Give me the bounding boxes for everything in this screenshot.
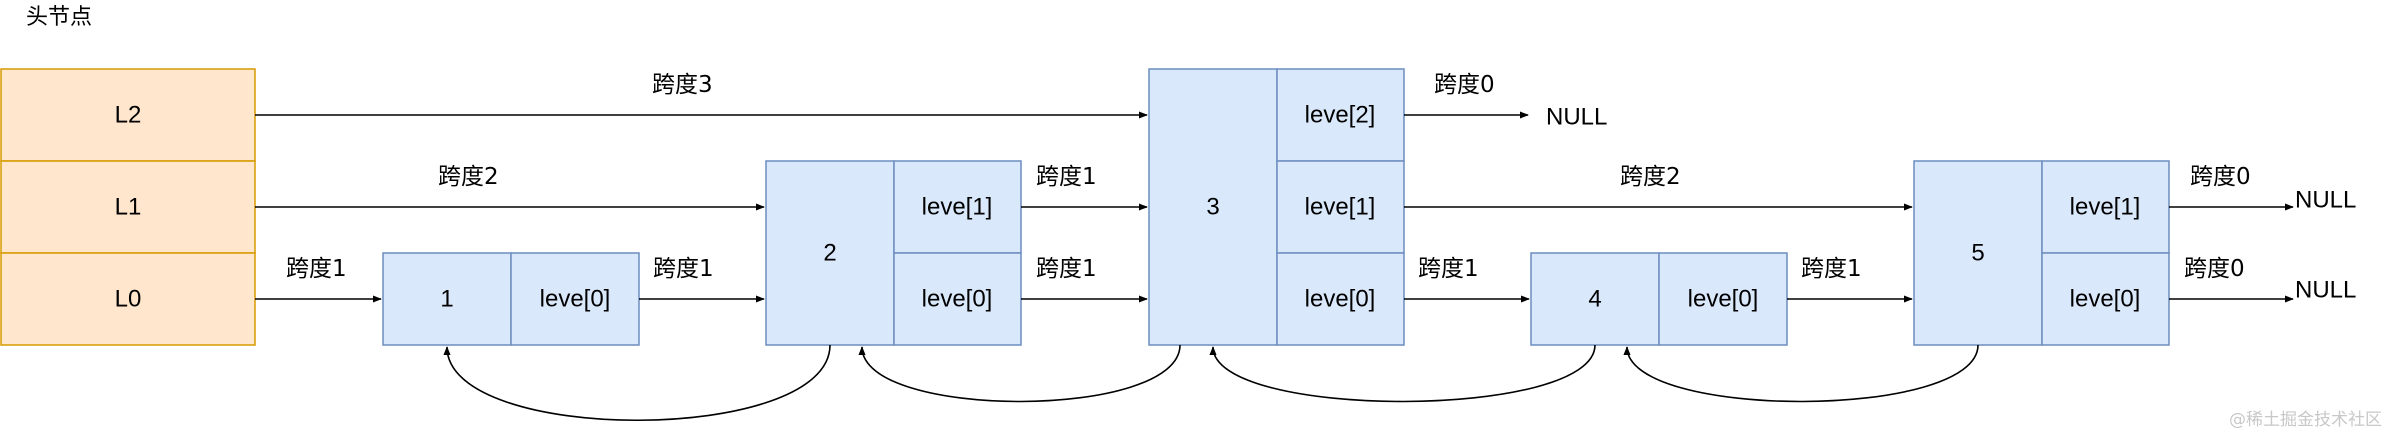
span-label-l0-1-to-2: 跨度1 (653, 256, 714, 282)
head-node-title: 头节点 (26, 5, 92, 30)
node-4: 4 leve[0] (1530, 252, 1788, 346)
span-label-l0-3-to-4: 跨度1 (1418, 256, 1479, 282)
backward-arrow-4-to-3 (1209, 344, 1596, 403)
span-label-l1-5-to-null: 跨度0 (2190, 164, 2251, 190)
node-3-value: 3 (1206, 194, 1219, 221)
span-label-l2-3-to-null: 跨度0 (1434, 72, 1495, 98)
node-3-level0-cell (1276, 252, 1405, 346)
node-5-value-cell (1913, 160, 2043, 346)
watermark-text: @稀土掘金技术社区 (2229, 410, 2382, 430)
level0-pointers: 跨度1 跨度1 跨度1 跨度1 跨度1 跨度0 NULL (255, 256, 2356, 304)
span-label-l0-2-to-3: 跨度1 (1036, 256, 1097, 282)
node-3-level0-label: leve[0] (1305, 286, 1376, 313)
head-level-l1-label: L1 (115, 194, 142, 221)
node-1-level0-cell (510, 252, 640, 346)
span-label-l0-head-to-1: 跨度1 (286, 256, 347, 282)
backward-arrow-3-to-2 (858, 344, 1181, 403)
node-3-level2-cell (1276, 68, 1405, 162)
level1-pointers: 跨度2 跨度1 跨度2 跨度0 NULL (255, 164, 2356, 214)
span-label-l0-4-to-5: 跨度1 (1801, 256, 1862, 282)
null-l1: NULL (2295, 187, 2356, 214)
node-2-value: 2 (823, 240, 836, 267)
node-2-level0-label: leve[0] (922, 286, 993, 313)
span-label-l1-2-to-3: 跨度1 (1036, 164, 1097, 190)
node-1-level0-label: leve[0] (540, 286, 611, 313)
backward-pointers (443, 344, 1979, 421)
node-5-level1-cell (2041, 160, 2170, 254)
node-1-value-cell (382, 252, 512, 346)
node-3-value-cell (1148, 68, 1278, 346)
node-4-value: 4 (1588, 286, 1601, 313)
head-level-l2-cell (0, 68, 256, 162)
span-label-l2-head-to-3: 跨度3 (652, 72, 713, 98)
head-level-l0-label: L0 (115, 286, 142, 313)
span-label-l1-3-to-5: 跨度2 (1620, 164, 1681, 190)
backward-arrow-5-to-4 (1623, 344, 1979, 403)
node-1: 1 leve[0] (382, 252, 640, 346)
null-l2: NULL (1546, 104, 1607, 131)
node-1-value: 1 (440, 286, 453, 313)
span-label-l1-head-to-2: 跨度2 (438, 164, 499, 190)
head-level-l1-cell (0, 160, 256, 254)
span-label-l0-5-to-null: 跨度0 (2184, 256, 2245, 282)
node-2-level0-cell (893, 252, 1022, 346)
node-2: 2 leve[1] leve[0] (765, 160, 1022, 346)
head-level-l2-label: L2 (115, 102, 142, 129)
node-4-level0-cell (1658, 252, 1788, 346)
node-3-level1-label: leve[1] (1305, 194, 1376, 221)
node-4-level0-label: leve[0] (1688, 286, 1759, 313)
level2-pointers: 跨度3 跨度0 NULL (255, 72, 1607, 131)
node-5-level0-cell (2041, 252, 2170, 346)
head-node: L2 L1 L0 (0, 68, 256, 346)
node-3-level2-label: leve[2] (1305, 102, 1376, 129)
node-5-value: 5 (1971, 240, 1984, 267)
node-5-level1-label: leve[1] (2070, 194, 2141, 221)
node-5-level0-label: leve[0] (2070, 286, 2141, 313)
node-2-value-cell (765, 160, 895, 346)
node-2-level1-label: leve[1] (922, 194, 993, 221)
backward-arrow-2-to-1 (443, 344, 831, 421)
head-level-l0-cell (0, 252, 256, 346)
node-3: 3 leve[2] leve[1] leve[0] (1148, 68, 1405, 346)
null-l0: NULL (2295, 277, 2356, 304)
node-5: 5 leve[1] leve[0] (1913, 160, 2170, 346)
